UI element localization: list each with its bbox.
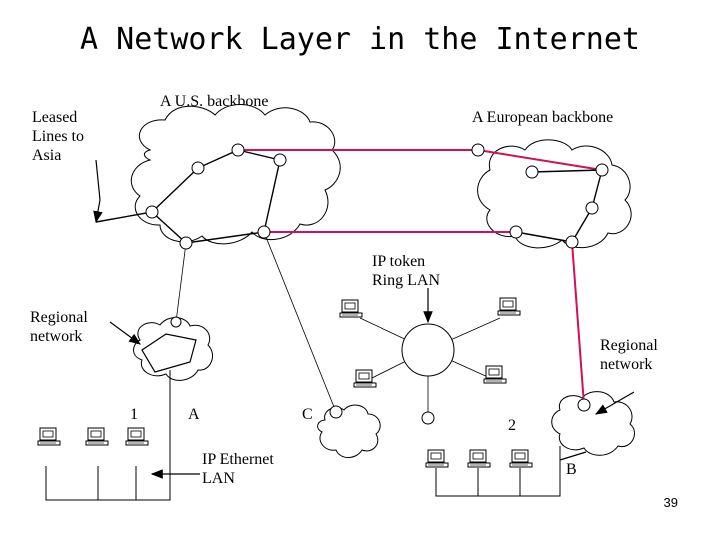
- node-b-label: B: [566, 461, 577, 478]
- router-eu-6: [565, 235, 579, 249]
- pc-ethernet-right-2: [467, 449, 491, 468]
- ethernet-lan-label: IP Ethernet LAN: [202, 451, 274, 487]
- router-us-3: [231, 143, 245, 157]
- router-eu-5: [509, 225, 523, 239]
- router-regional-left: [170, 316, 182, 328]
- token-ring-label: IP token Ring LAN: [372, 253, 440, 289]
- pc-token-4: [483, 365, 507, 384]
- router-eu-4: [585, 201, 599, 215]
- pc-token-2: [497, 297, 521, 316]
- pc-ethernet-right-3: [509, 449, 533, 468]
- slide-title: A Network Layer in the Internet: [80, 22, 640, 57]
- node-2-label: 2: [508, 417, 516, 434]
- router-us-6: [257, 225, 271, 239]
- token-ring-hub: [401, 323, 455, 377]
- node-a-label: A: [188, 406, 200, 423]
- pc-token-3: [353, 369, 377, 388]
- small-cloud-c: [317, 404, 381, 458]
- pc-ethernet-left-3: [125, 427, 149, 446]
- router-regional-right: [577, 398, 591, 412]
- pc-token-1: [339, 299, 363, 318]
- node-1-label: 1: [130, 406, 138, 423]
- regional-network-left-label: Regional network: [30, 309, 88, 345]
- router-eu-1: [471, 143, 485, 157]
- eu-backbone-label: A European backbone: [472, 109, 614, 126]
- router-us-5: [179, 236, 193, 250]
- router-us-4: [273, 153, 287, 167]
- router-2: [421, 411, 435, 425]
- router-us-2: [191, 161, 205, 175]
- router-us-1: [145, 205, 159, 219]
- router-eu-3: [595, 163, 609, 177]
- regional-network-right-label: Regional network: [600, 337, 658, 373]
- page-number: 39: [663, 495, 678, 510]
- us-backbone-cloud: [130, 104, 341, 245]
- us-backbone-label: A U.S. backbone: [160, 93, 269, 110]
- pc-ethernet-left-1: [37, 427, 61, 446]
- router-eu-2: [525, 165, 539, 179]
- leased-lines-label: Leased Lines to Asia: [32, 109, 84, 164]
- pc-ethernet-right-1: [425, 449, 449, 468]
- regional-pentagon: [141, 333, 197, 373]
- pc-ethernet-left-2: [85, 427, 109, 446]
- router-c: [329, 405, 343, 419]
- regional-right-cloud: [551, 391, 635, 456]
- node-c-label: C: [302, 406, 313, 423]
- european-backbone-cloud: [477, 139, 632, 249]
